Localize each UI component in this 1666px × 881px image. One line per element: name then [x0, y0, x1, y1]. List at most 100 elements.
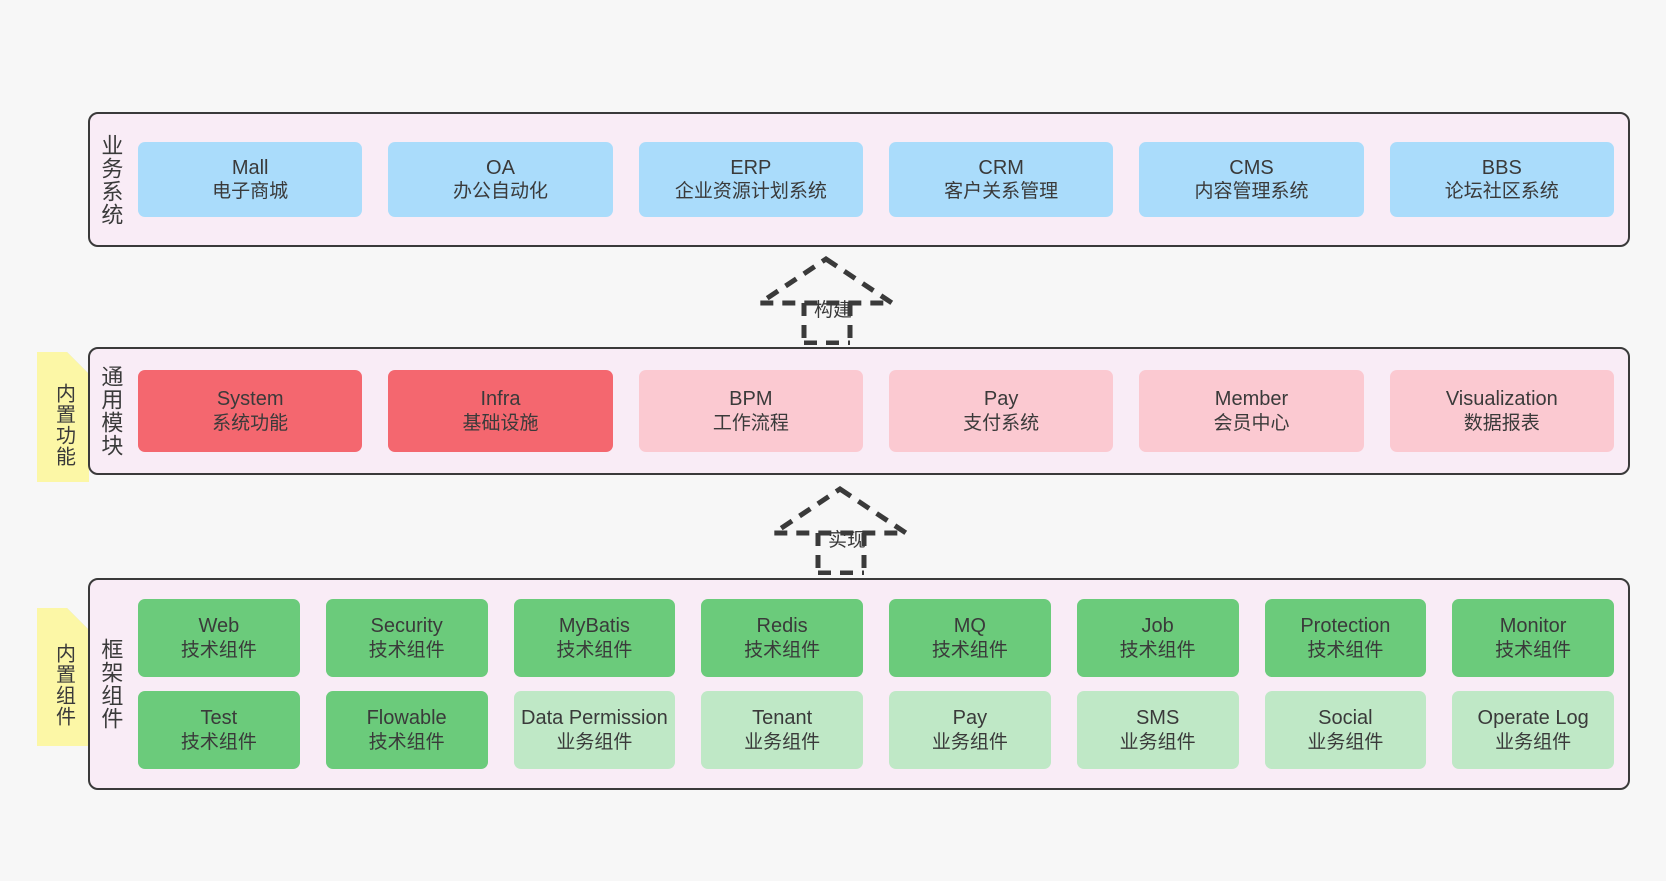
node-infra-title: Infra	[480, 388, 521, 411]
node-bbs-subtitle: 论坛社区系统	[1444, 181, 1559, 203]
node-system-title: System	[216, 388, 284, 411]
node-crm-title: CRM	[978, 156, 1024, 179]
node-system-subtitle: 系统功能	[212, 412, 289, 434]
node-erp-subtitle: 企业资源计划系统	[674, 181, 827, 203]
layer-common-modules-label: 通用模块	[98, 365, 124, 457]
node-security-subtitle: 技术组件	[368, 639, 445, 661]
node-social-title: Social	[1318, 707, 1373, 730]
layer-framework-components-label: 框架组件	[98, 638, 124, 730]
node-test-title: Test	[200, 707, 238, 730]
node-monitor-title: Monitor	[1499, 615, 1567, 638]
node-pay-title: Pay	[983, 388, 1019, 411]
node-tenant-subtitle: 业务组件	[744, 731, 821, 753]
node-redis-title: Redis	[756, 615, 808, 638]
sticky-note-builtin-features-label: 内置功能	[52, 383, 75, 467]
node-tenant-title: Tenant	[752, 707, 813, 730]
node-oa-title: OA	[486, 156, 515, 179]
node-sms-subtitle: 业务组件	[1119, 731, 1196, 753]
node-pay-subtitle: 支付系统	[963, 412, 1040, 434]
node-cms-title: CMS	[1229, 156, 1274, 179]
node-monitor-subtitle: 技术组件	[1495, 639, 1572, 661]
node-operate-log-title: Operate Log	[1477, 707, 1589, 730]
node-flowable-title: Flowable	[366, 707, 447, 730]
node-web-title: Web	[198, 615, 240, 638]
node-cms-subtitle: 内容管理系统	[1194, 181, 1309, 203]
sticky-note-fold-icon	[67, 352, 89, 374]
node-member-subtitle: 会员中心	[1213, 412, 1290, 434]
node-sms-title: SMS	[1135, 707, 1180, 730]
node-mq-subtitle: 技术组件	[931, 639, 1008, 661]
connector-build-label: 构建	[814, 300, 853, 321]
node-protection-title: Protection	[1300, 615, 1391, 638]
node-bbs-title: BBS	[1481, 156, 1522, 179]
connector-build-arrow	[756, 255, 901, 345]
node-mall-title: Mall	[231, 156, 269, 179]
node-oa-subtitle: 办公自动化	[452, 181, 548, 203]
node-job-subtitle: 技术组件	[1119, 639, 1196, 661]
sticky-note-builtin-components-label: 内置组件	[52, 643, 75, 727]
node-mybatis-title: MyBatis	[558, 615, 630, 638]
connector-implement: 实现	[770, 485, 920, 575]
sticky-note-builtin-features: 内置功能	[37, 352, 89, 482]
node-mall-subtitle: 电子商城	[212, 181, 289, 203]
node-mybatis-subtitle: 技术组件	[556, 639, 633, 661]
node-mq-title: MQ	[953, 615, 986, 638]
node-pay-subtitle: 业务组件	[931, 731, 1008, 753]
node-web-subtitle: 技术组件	[180, 639, 257, 661]
node-operate-log-subtitle: 业务组件	[1495, 731, 1572, 753]
node-security-title: Security	[370, 615, 443, 638]
sticky-note-fold-icon	[67, 608, 89, 630]
node-redis-subtitle: 技术组件	[744, 639, 821, 661]
node-crm-subtitle: 客户关系管理	[944, 181, 1059, 203]
node-test-subtitle: 技术组件	[180, 731, 257, 753]
node-protection-subtitle: 技术组件	[1307, 639, 1384, 661]
connector-build: 构建	[756, 255, 906, 345]
node-data-permission-subtitle: 业务组件	[556, 731, 633, 753]
node-job-title: Job	[1141, 615, 1174, 638]
node-social-subtitle: 业务组件	[1307, 731, 1384, 753]
layer-business-systems-label: 业务系统	[98, 133, 124, 226]
node-member-title: Member	[1214, 388, 1289, 411]
node-infra-subtitle: 基础设施	[462, 412, 539, 434]
connector-implement-arrow	[770, 485, 915, 575]
node-visualization-subtitle: 数据报表	[1463, 412, 1540, 434]
